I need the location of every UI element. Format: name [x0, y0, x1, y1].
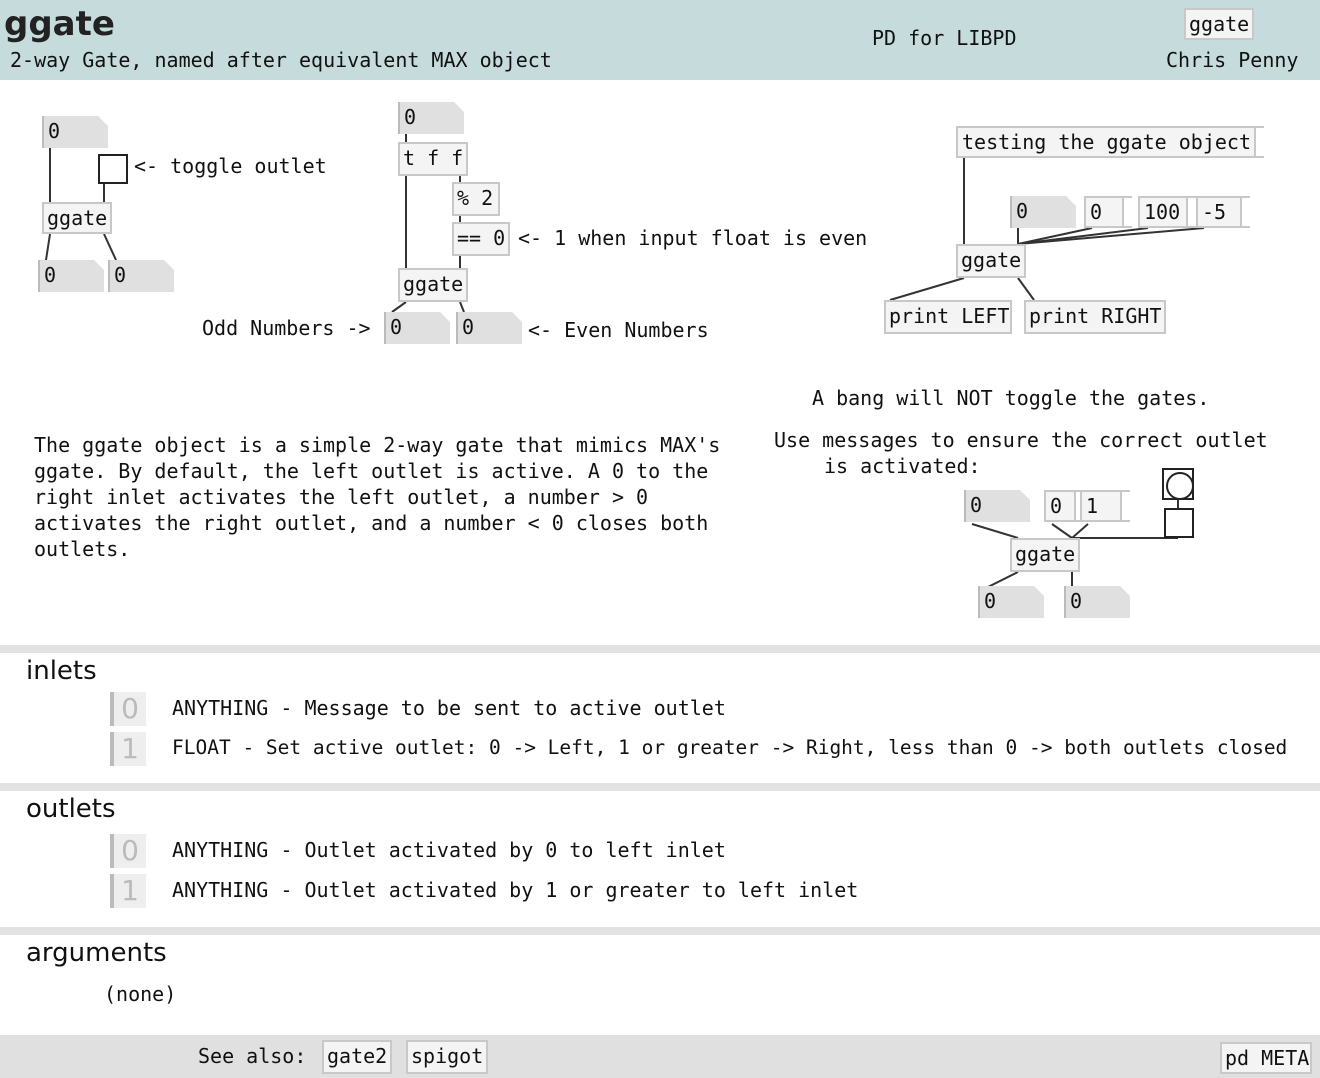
ex3-print-left[interactable]: print LEFT [884, 300, 1012, 334]
ex2-odd-label: Odd Numbers -> [202, 316, 371, 340]
description-line: right inlet activates the left outlet, a… [34, 485, 649, 509]
ex4-number-box[interactable]: 0 [964, 490, 1030, 522]
page-subtitle: 2-way Gate, named after equivalent MAX o… [10, 48, 552, 72]
inlets-divider [0, 645, 1320, 653]
ex1-number-input[interactable]: 0 [42, 116, 108, 148]
ex3-message-neg5[interactable]: -5 [1196, 196, 1240, 228]
ex1-right-output-number[interactable]: 0 [108, 260, 174, 292]
ex2-ggate-object[interactable]: ggate [398, 268, 468, 302]
see-also-label: See also: [198, 1044, 307, 1068]
description-line: ggate. By default, the left outlet is ac… [34, 459, 709, 483]
bang-note: A bang will NOT toggle the gates. [812, 386, 1210, 410]
outlet-1-description: ANYTHING - Outlet activated by 1 or grea… [172, 878, 859, 902]
ex4-left-output-number[interactable]: 0 [978, 586, 1044, 618]
inlets-heading: inlets [26, 656, 97, 686]
description-text: The ggate object is a simple 2-way gate … [34, 432, 720, 562]
see-also-spigot-link[interactable]: spigot [406, 1040, 488, 1074]
arguments-text: (none) [104, 982, 177, 1006]
ex4-ggate-object[interactable]: ggate [1010, 538, 1080, 572]
description-line: activates the right outlet, and a number… [34, 511, 709, 535]
ex2-modulo-object[interactable]: % 2 [452, 182, 500, 216]
ex4-toggle[interactable] [1164, 508, 1194, 538]
ex3-message-100[interactable]: 100 [1138, 196, 1186, 228]
ex4-message-0[interactable]: 0 [1044, 490, 1074, 522]
ex2-equals-comment: <- 1 when input float is even [518, 226, 868, 250]
author-label: Chris Penny [1166, 48, 1299, 72]
ex2-equals-object[interactable]: == 0 [452, 222, 510, 256]
message-note-line1: Use messages to ensure the correct outle… [774, 428, 1268, 452]
ex2-trigger-object[interactable]: t f f [398, 142, 468, 176]
ex3-ggate-object[interactable]: ggate [956, 244, 1026, 278]
inlet-0-description: ANYTHING - Message to be sent to active … [172, 696, 726, 720]
ex1-ggate-object[interactable]: ggate [42, 202, 112, 234]
ex2-even-label: <- Even Numbers [528, 318, 709, 342]
ex3-message-0[interactable]: 0 [1084, 196, 1122, 228]
platform-label: PD for LIBPD [872, 26, 1017, 50]
see-also-gate2-link[interactable]: gate2 [322, 1040, 392, 1074]
outlet-0-description: ANYTHING - Outlet activated by 0 to left… [172, 838, 726, 862]
ex3-test-message[interactable]: testing the ggate object [956, 126, 1254, 158]
ex3-print-right[interactable]: print RIGHT [1024, 300, 1166, 334]
arguments-divider [0, 927, 1320, 935]
ex4-right-output-number[interactable]: 0 [1064, 586, 1130, 618]
ex2-even-output-number[interactable]: 0 [456, 312, 522, 344]
inlet-0-badge: 0 [110, 692, 146, 726]
message-note-line2: is activated: [824, 454, 981, 478]
header-bar [0, 0, 1320, 80]
outlet-1-badge: 1 [110, 874, 146, 908]
outlets-divider [0, 783, 1320, 791]
outlet-0-badge: 0 [110, 834, 146, 868]
ex1-left-output-number[interactable]: 0 [38, 260, 104, 292]
ex1-toggle-comment: <- toggle outlet [134, 154, 327, 178]
ex2-number-input[interactable]: 0 [398, 102, 464, 134]
footer-bar [0, 1035, 1320, 1078]
description-line: The ggate object is a simple 2-way gate … [34, 433, 721, 457]
pd-meta-subpatch[interactable]: pd META [1220, 1042, 1312, 1074]
arguments-heading: arguments [26, 938, 167, 968]
page-title: ggate [4, 4, 115, 44]
ex2-odd-output-number[interactable]: 0 [384, 312, 450, 344]
ex1-toggle[interactable] [98, 154, 128, 184]
description-line: outlets. [34, 537, 131, 561]
header-object-box[interactable]: ggate [1184, 8, 1255, 40]
outlets-heading: outlets [26, 794, 116, 824]
ex4-message-1[interactable]: 1 [1080, 490, 1120, 522]
inlet-1-badge: 1 [110, 732, 146, 766]
inlet-1-description: FLOAT - Set active outlet: 0 -> Left, 1 … [172, 736, 1288, 759]
ex3-number-box[interactable]: 0 [1010, 196, 1076, 228]
ex4-bang[interactable] [1162, 468, 1194, 500]
